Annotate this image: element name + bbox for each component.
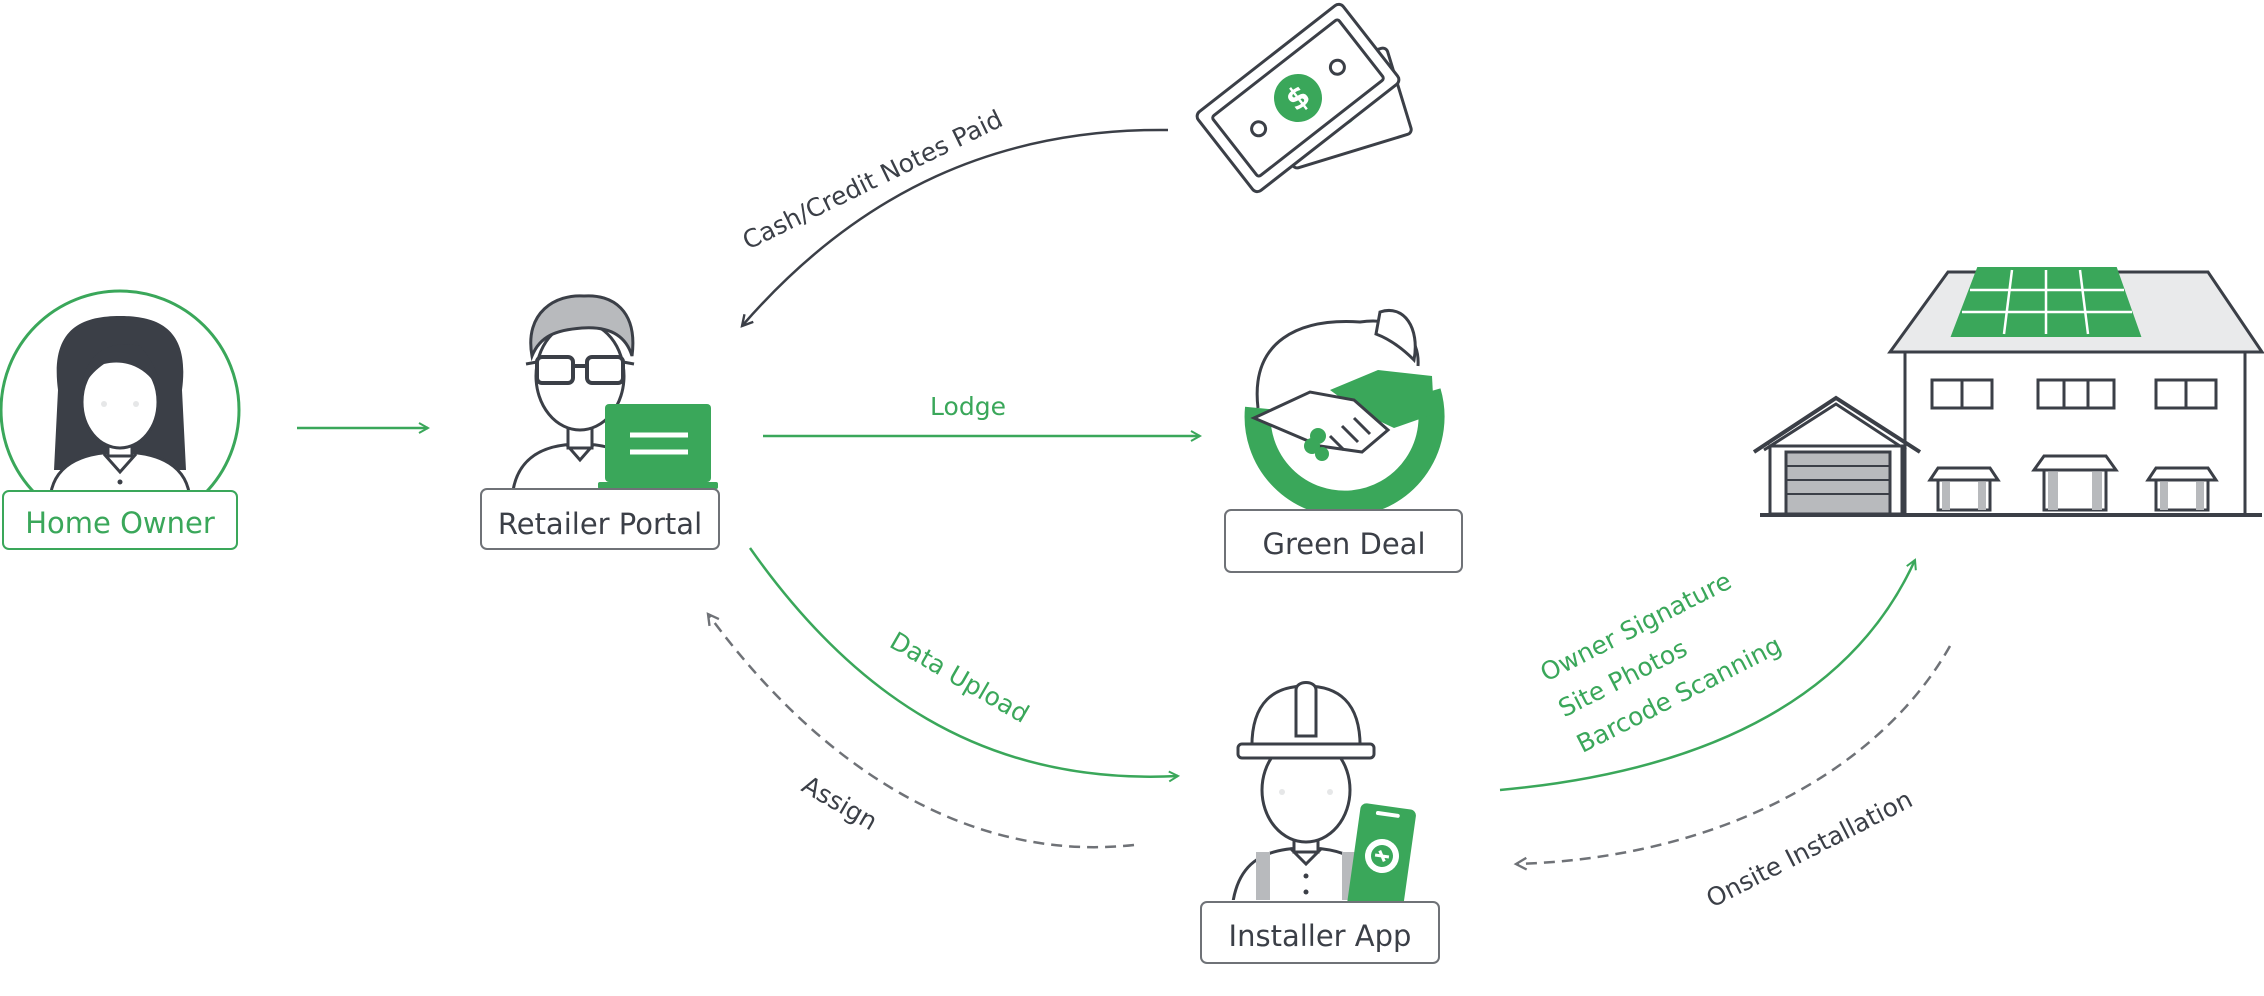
- data-upload-label: Data Upload: [885, 626, 1034, 729]
- home-owner-label: Home Owner: [25, 506, 215, 540]
- retailer-portal-node: Retailer Portal: [480, 294, 720, 550]
- data-upload-arrow: [748, 547, 1178, 777]
- phone-icon: [1344, 803, 1416, 933]
- capture-labels: Owner Signature Site Photos Barcode Scan…: [1536, 566, 1787, 759]
- assign-label: Assign: [797, 770, 882, 836]
- cash-arrow: [742, 128, 1169, 326]
- capture-arrow: [1499, 560, 1915, 792]
- installer-app-node: Installer App: [1200, 681, 1440, 964]
- onsite-installation-arrow: [1516, 645, 1952, 864]
- home-owner-node: Home Owner: [0, 289, 241, 550]
- onsite-installation-label: Onsite Installation: [1702, 784, 1918, 913]
- cash-credit-label: Cash/Credit Notes Paid: [738, 104, 1007, 255]
- green-deal-node: Green Deal: [1224, 309, 1463, 573]
- retailer-portal-label: Retailer Portal: [498, 507, 702, 541]
- lodge-label: Lodge: [930, 392, 1006, 421]
- laptop-icon: [598, 404, 718, 489]
- banknotes-icon: $: [1195, 2, 1413, 194]
- handshake-leaf-logo-icon: [1244, 309, 1445, 517]
- green-deal-label: Green Deal: [1262, 527, 1425, 561]
- solar-panel-icon: [1950, 267, 2142, 337]
- man-laptop-icon: [511, 294, 649, 490]
- assign-arrow: [708, 614, 1135, 849]
- installer-app-label: Installer App: [1229, 919, 1412, 953]
- solar-house-icon: [1752, 267, 2264, 517]
- installer-phone-icon: [1231, 681, 1381, 900]
- woman-avatar-icon: [48, 316, 192, 502]
